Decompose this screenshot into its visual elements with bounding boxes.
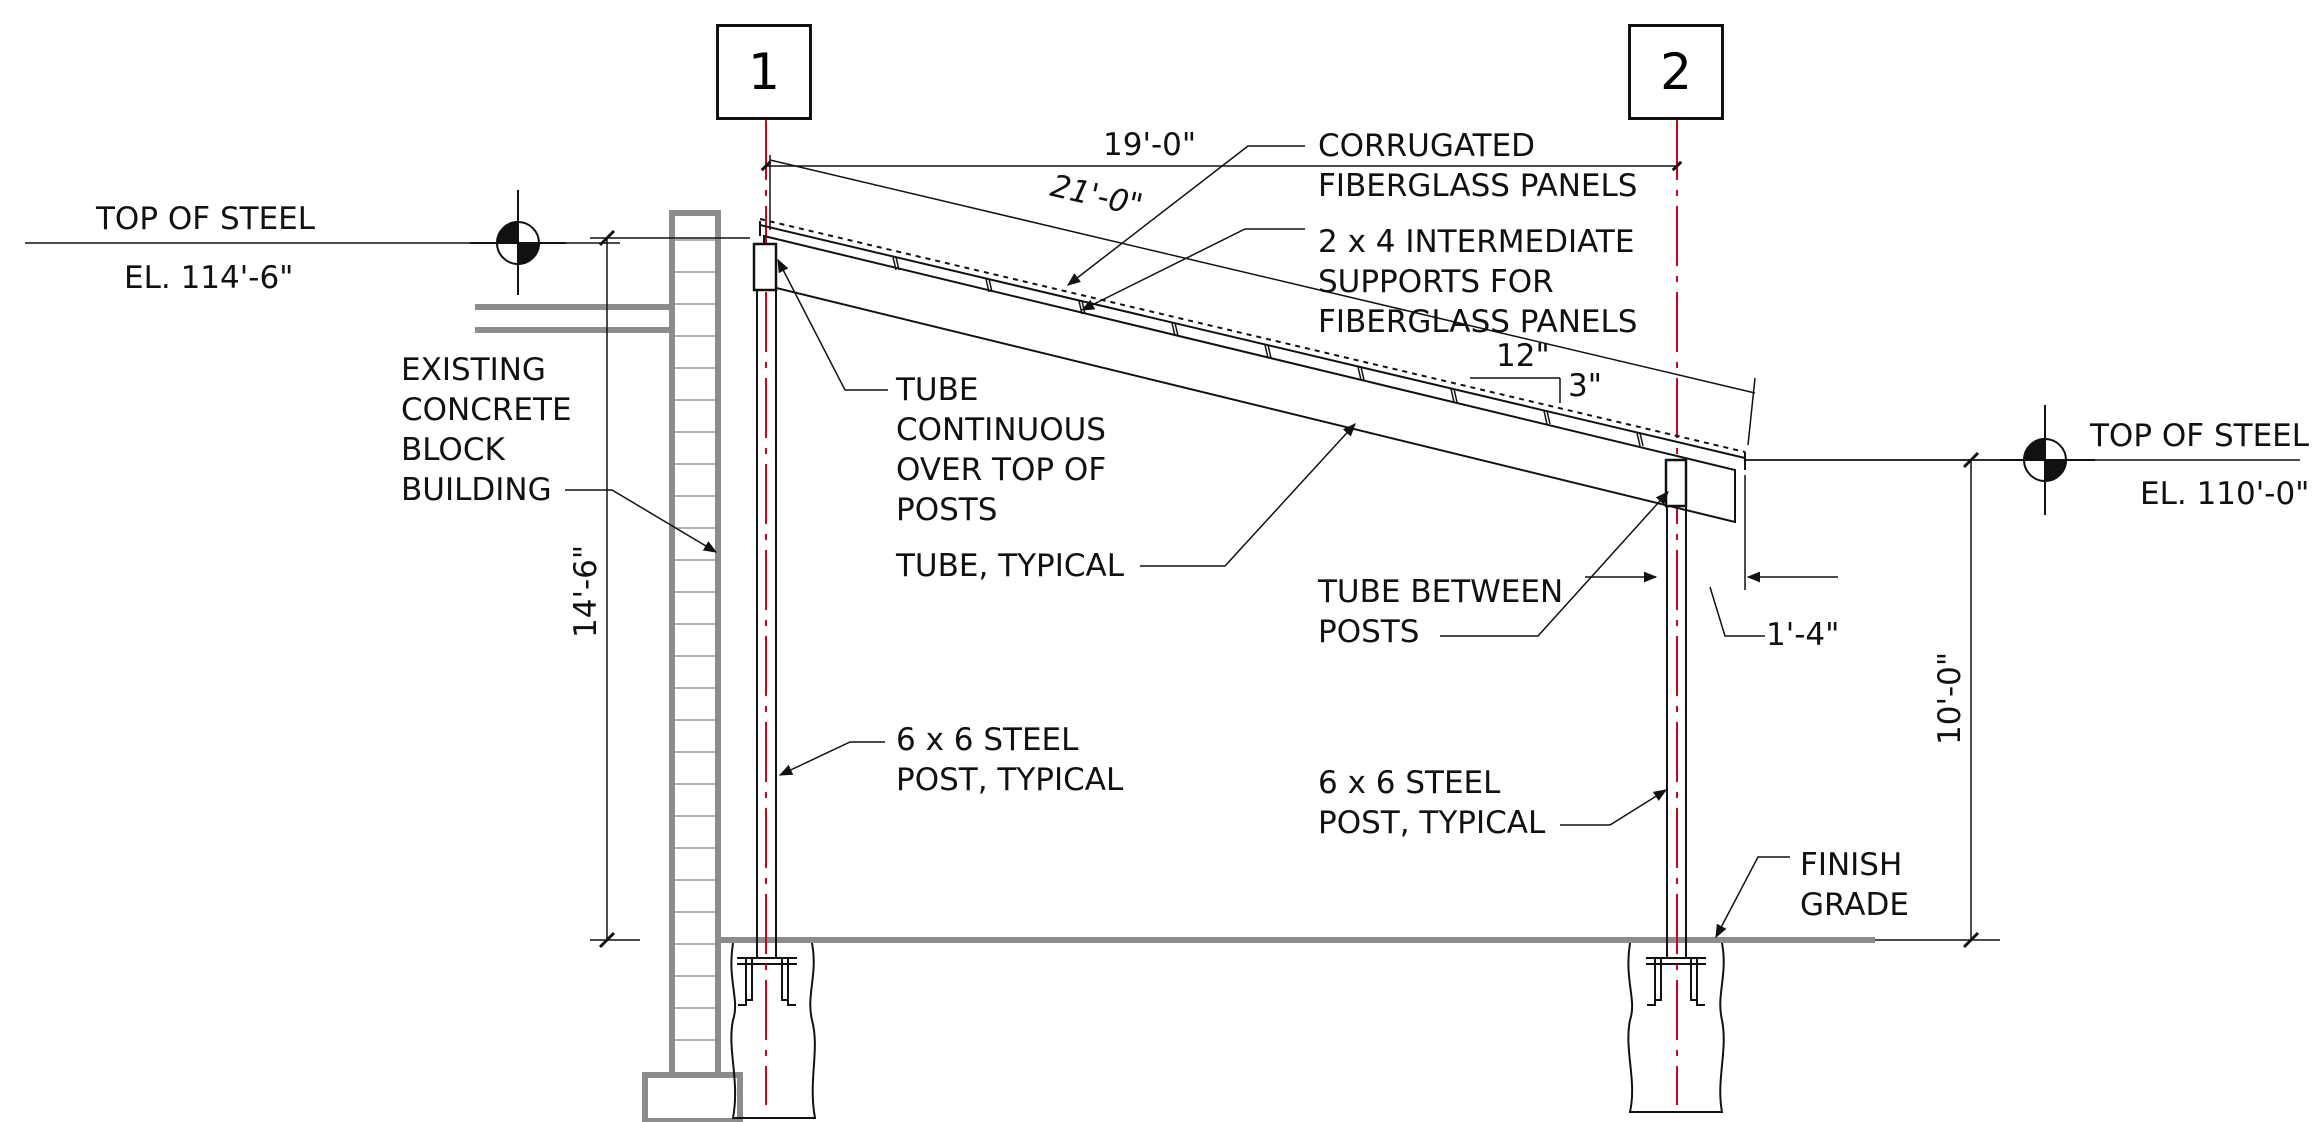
note-tube-between-line-2: POSTS (1318, 614, 1420, 650)
dim-right-height: 10'-0" (1932, 651, 1968, 745)
elevation-left-value: EL. 114'-6" (124, 260, 294, 296)
note-finish-grade-line-1: FINISH (1800, 847, 1903, 883)
note-post-left-line-1: 6 x 6 STEEL (896, 722, 1079, 758)
note-tube-continuous-line-1: TUBE (896, 372, 979, 408)
note-tube-between-line-1: TUBE BETWEEN (1318, 574, 1564, 610)
dim-slope-rise: 3" (1568, 368, 1602, 404)
note-post-right: 6 x 6 STEEL POST, TYPICAL (1318, 763, 1545, 843)
note-supports-line-3: FIBERGLASS PANELS (1318, 304, 1638, 340)
note-existing-line-4: BUILDING (401, 472, 552, 508)
note-post-right-line-1: 6 x 6 STEEL (1318, 765, 1501, 801)
note-existing-line-3: BLOCK (401, 432, 505, 468)
note-corrugated-line-1: CORRUGATED (1318, 128, 1536, 164)
block-coursing (675, 239, 715, 1041)
note-tube-between: TUBE BETWEEN POSTS (1318, 572, 1563, 652)
note-supports: 2 x 4 INTERMEDIATE SUPPORTS FOR FIBERGLA… (1318, 222, 1637, 342)
grid-centerlines (765, 120, 1678, 1105)
grid-number-1: 1 (748, 43, 780, 101)
note-finish-grade-line-2: GRADE (1800, 887, 1909, 923)
dimension-lines (590, 155, 2010, 949)
existing-roof-lines (475, 304, 672, 333)
tube-sections (752, 242, 1688, 508)
elevation-level-lines (25, 242, 2300, 461)
steel-posts (756, 248, 1687, 958)
note-tube-continuous: TUBE CONTINUOUS OVER TOP OF POSTS (896, 370, 1106, 530)
note-tube-continuous-line-4: POSTS (896, 492, 998, 528)
note-tube-typical: TUBE, TYPICAL (896, 548, 1125, 584)
note-existing-line-1: EXISTING (401, 352, 546, 388)
grid-number-2: 2 (1660, 43, 1692, 101)
note-existing-building: EXISTING CONCRETE BLOCK BUILDING (401, 350, 572, 510)
grid-bubble-2: 2 (1628, 24, 1724, 120)
note-supports-line-1: 2 x 4 INTERMEDIATE (1318, 224, 1635, 260)
note-supports-line-2: SUPPORTS FOR (1318, 264, 1554, 300)
intermediate-supports (892, 256, 1644, 447)
elevation-marker-left (470, 190, 566, 295)
dim-overhang: 1'-4" (1766, 617, 1840, 653)
note-corrugated-line-2: FIBERGLASS PANELS (1318, 168, 1638, 204)
elevation-marker-right (2000, 405, 2095, 515)
elevation-right-title: TOP OF STEEL (2090, 418, 2310, 454)
note-tube-continuous-line-3: OVER TOP OF (896, 452, 1107, 488)
grid-bubble-1: 1 (716, 24, 812, 120)
note-existing-line-2: CONCRETE (401, 392, 572, 428)
dim-horizontal-span: 19'-0" (1103, 127, 1197, 163)
elevation-left-title: TOP OF STEEL (96, 201, 316, 237)
note-post-right-line-2: POST, TYPICAL (1318, 805, 1546, 841)
note-post-left-line-2: POST, TYPICAL (896, 762, 1124, 798)
dim-left-height: 14'-6" (568, 544, 604, 638)
note-leaders (565, 145, 1790, 939)
note-corrugated: CORRUGATED FIBERGLASS PANELS (1318, 126, 1637, 206)
note-finish-grade: FINISH GRADE (1800, 845, 1909, 925)
footings (730, 942, 1725, 1119)
existing-block-wall (642, 210, 743, 1122)
note-post-left: 6 x 6 STEEL POST, TYPICAL (896, 720, 1123, 800)
elevation-right-value: EL. 110'-0" (2140, 476, 2310, 512)
dim-slope-run: 12" (1496, 338, 1550, 374)
anchor-bolts (737, 957, 1706, 1006)
note-tube-continuous-line-2: CONTINUOUS (896, 412, 1106, 448)
